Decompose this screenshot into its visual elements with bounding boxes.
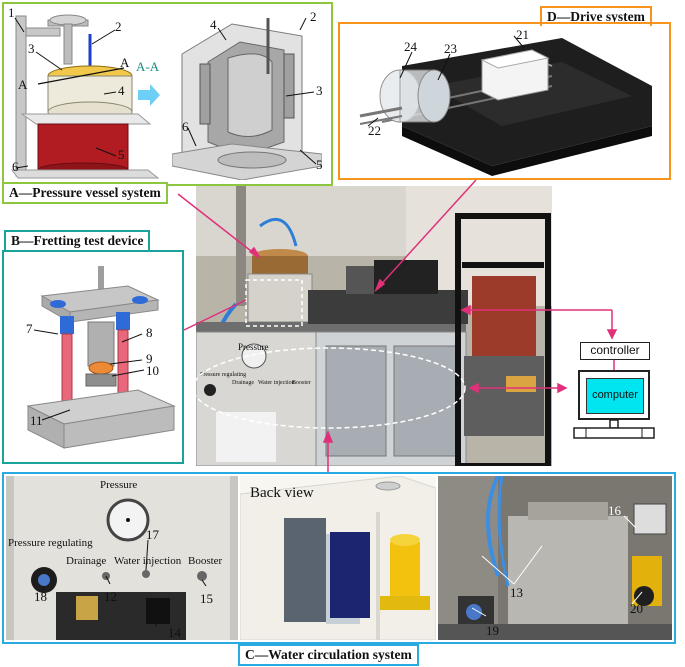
panel-c-left-leaders xyxy=(41,539,207,627)
panel-d-title: D—Drive system xyxy=(540,6,652,26)
panel-b-leader-lines xyxy=(33,329,145,421)
controller-label: controller xyxy=(590,343,640,357)
part-number-16: 16 xyxy=(608,503,621,518)
photo-label-booster: Booster xyxy=(292,380,311,386)
pressure-vessel-3d-model xyxy=(11,14,160,179)
part-number-24: 24 xyxy=(404,39,417,54)
panel-b-frame xyxy=(2,250,184,464)
computer-monitor: computer xyxy=(578,370,650,420)
back-view-render xyxy=(240,476,436,640)
detail-label-drainage: Drainage xyxy=(66,555,107,567)
part-number-17: 17 xyxy=(146,527,159,542)
part-number-11: 11 xyxy=(30,413,43,428)
controller-box: controller xyxy=(580,342,650,360)
panel-a-leader-lines xyxy=(14,17,317,169)
panel-c-frame xyxy=(2,472,676,644)
part-number-3-section: 3 xyxy=(316,83,323,98)
controller-computer-link xyxy=(613,360,615,370)
part-number-8: 8 xyxy=(146,325,153,340)
detail-label-back-view: Back view xyxy=(250,485,314,501)
part-number-5-section: 5 xyxy=(316,157,323,172)
part-number-4: 4 xyxy=(118,83,125,98)
detail-label-water-injection: Water injection xyxy=(114,555,182,567)
panel-d-frame xyxy=(338,22,671,180)
section-label: A-A xyxy=(136,59,160,74)
part-number-18: 18 xyxy=(34,589,47,604)
section-arrow xyxy=(138,84,160,106)
detail-label-booster: Booster xyxy=(188,555,223,567)
part-number-21: 21 xyxy=(516,27,529,42)
panel-c-right-leaders xyxy=(471,515,643,617)
part-number-5: 5 xyxy=(118,147,125,162)
computer-label: computer xyxy=(592,389,638,401)
section-marker-a-left: A xyxy=(18,77,28,92)
panel-a-title: A—Pressure vessel system xyxy=(2,182,168,204)
part-number-6: 6 xyxy=(12,159,19,174)
control-panel-photo xyxy=(6,476,238,640)
part-number-2: 2 xyxy=(115,19,122,34)
panel-b-title: B—Fretting test device xyxy=(4,230,151,250)
part-number-2-section: 2 xyxy=(310,9,317,24)
part-number-10: 10 xyxy=(146,363,159,378)
part-number-6-section: 6 xyxy=(182,119,189,134)
photo-label-drainage: Drainage xyxy=(232,380,254,386)
part-number-13: 13 xyxy=(510,585,523,600)
photo-label-pressure: Pressure xyxy=(238,342,269,352)
part-number-12: 12 xyxy=(104,589,117,604)
section-marker-a-right: A xyxy=(120,55,130,70)
fretting-device-3d-model xyxy=(26,266,176,449)
computer-stand xyxy=(573,420,655,439)
detail-label-pressure-regulating: Pressure regulating xyxy=(8,537,93,549)
part-number-15: 15 xyxy=(200,591,213,606)
drive-system-3d-model xyxy=(359,38,652,176)
pressure-vessel-cross-section xyxy=(172,18,322,180)
part-number-22: 22 xyxy=(368,123,381,138)
part-number-1: 1 xyxy=(8,5,15,20)
panel-c-title: C—Water circulation system xyxy=(238,644,419,666)
panel-d-leader-lines xyxy=(367,35,525,127)
part-number-19: 19 xyxy=(486,623,499,638)
part-number-3: 3 xyxy=(28,41,35,56)
computer-screen: computer xyxy=(586,378,644,414)
part-number-20: 20 xyxy=(630,601,643,616)
part-number-4-section: 4 xyxy=(210,17,217,32)
part-number-7: 7 xyxy=(26,321,33,336)
photo-label-pressure-regulating: Pressure regulating xyxy=(200,372,247,378)
part-number-9: 9 xyxy=(146,351,153,366)
photo-label-water-injection: Water injection xyxy=(258,380,295,386)
detail-label-pressure: Pressure xyxy=(100,479,138,491)
part-number-23: 23 xyxy=(444,41,457,56)
part-number-14: 14 xyxy=(168,625,181,640)
